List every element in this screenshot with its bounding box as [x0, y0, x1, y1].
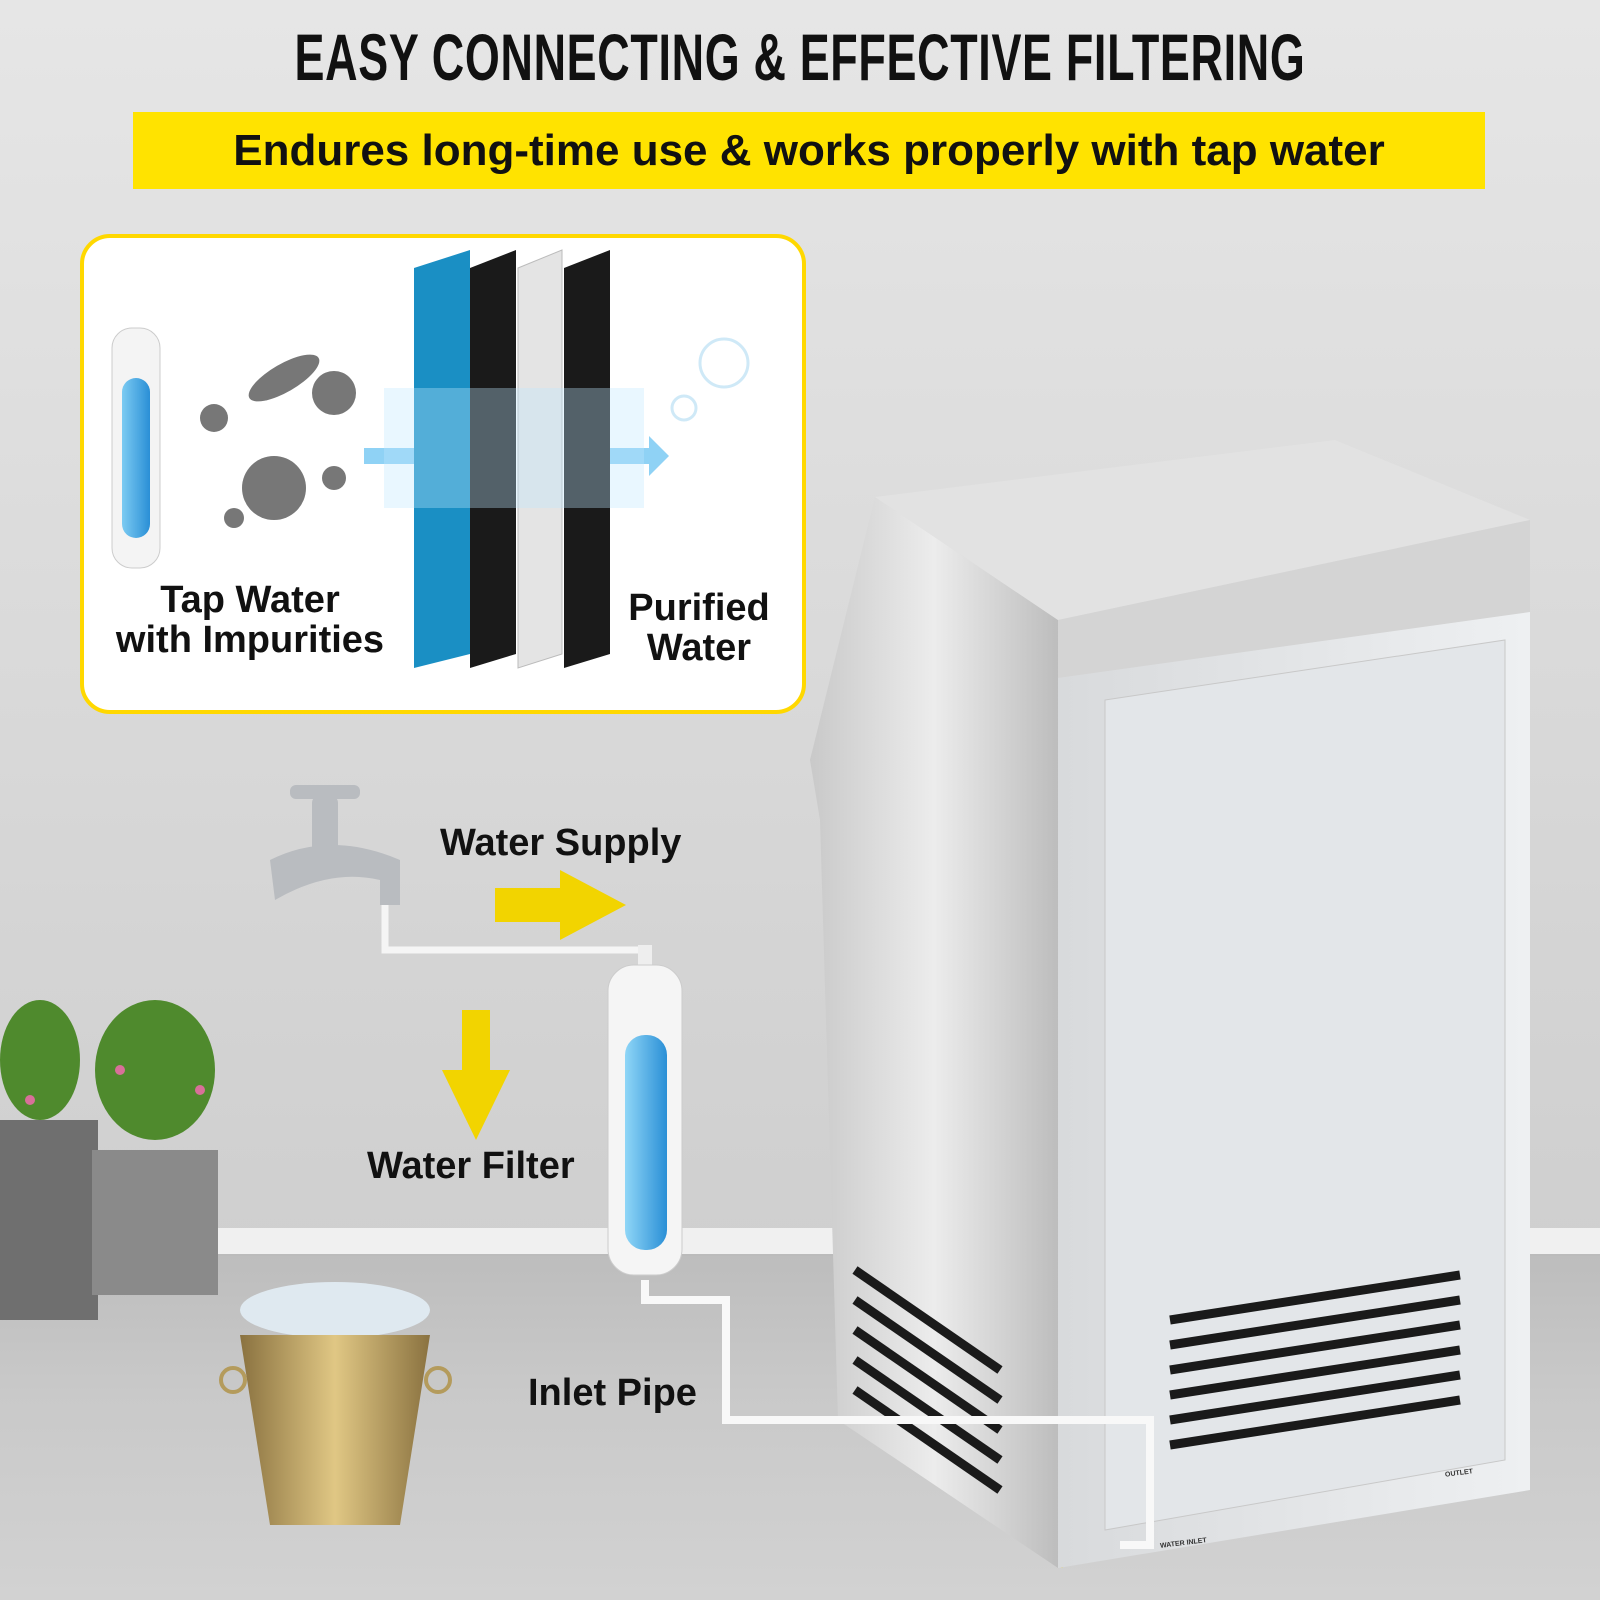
purified-water-label: Purified: [628, 587, 770, 629]
subtitle-banner: Endures long-time use & works properly w…: [133, 112, 1485, 189]
purified-water-label-2: Water: [646, 627, 752, 669]
arrow-down-icon: [442, 1010, 510, 1140]
tap-water-label: Tap Water: [160, 579, 340, 621]
arrow-right-icon: [495, 870, 626, 940]
filter-layer-cotton: [517, 249, 563, 669]
supply-pipe: [381, 905, 645, 954]
ice-bucket: [219, 1282, 452, 1525]
impurities-icon: [200, 354, 356, 528]
filter-layer-blue: [414, 250, 470, 668]
tap-water-label-2: with Impurities: [115, 619, 385, 661]
filter-layer-carbon: [564, 250, 610, 668]
filter-layers-illustration: [111, 249, 750, 669]
inlet-pipe-label: Inlet Pipe: [528, 1372, 697, 1414]
filtration-inset: Tap Water with Impurities Purified Water: [80, 234, 806, 714]
page-title: EASY CONNECTING & EFFECTIVE FILTERING: [294, 20, 1306, 94]
water-supply-label: Water Supply: [440, 822, 682, 864]
vent-grille: [852, 1266, 1461, 1494]
ice-maker-machine: [810, 440, 1530, 1568]
filter-layer-carbon: [470, 250, 516, 668]
arrow-icon: [599, 436, 669, 476]
filter-cartridge-icon: [111, 327, 161, 569]
potted-plants: [0, 1000, 218, 1320]
water-filter-cartridge: [607, 945, 683, 1276]
water-filter-label: Water Filter: [367, 1145, 575, 1187]
faucet-icon: [270, 785, 400, 905]
inlet-pipe: [641, 1280, 1154, 1549]
